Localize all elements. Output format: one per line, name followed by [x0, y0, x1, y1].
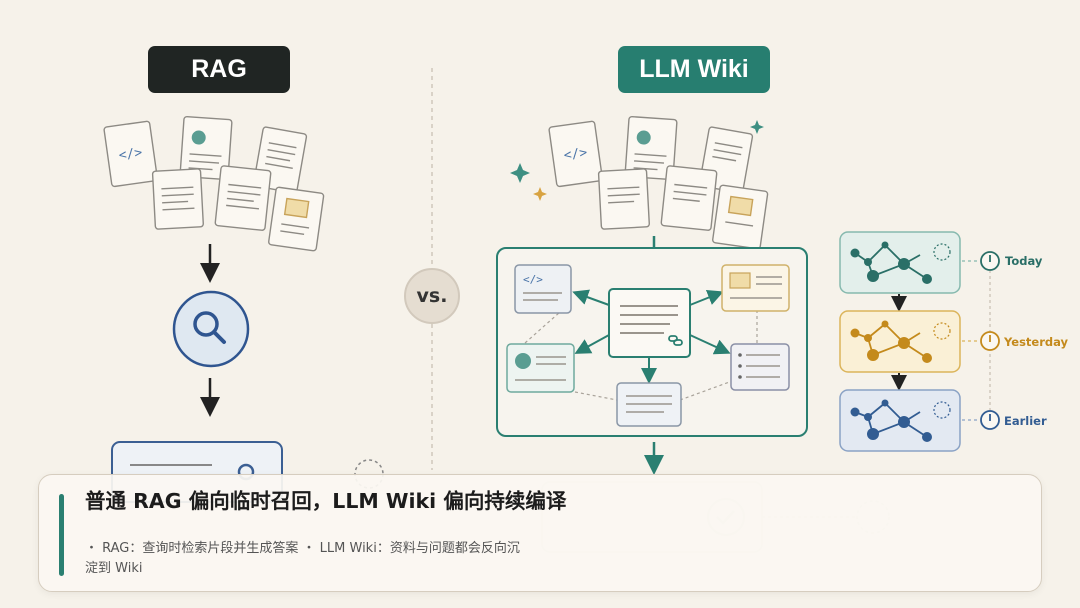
- timeline-label-today: Today: [1005, 254, 1043, 268]
- rag-document-pile: </>: [103, 115, 325, 252]
- timeline-graph-today: [839, 231, 961, 294]
- caption-bullet-wiki: LLM Wiki：资料与问题都会反向沉淀到 Wiki: [85, 541, 520, 576]
- timeline-graph-earlier: [839, 389, 961, 452]
- clock-icon: [980, 331, 1000, 351]
- vs-badge: vs.: [404, 268, 460, 324]
- sparkle-icon: [533, 187, 547, 201]
- sparkle-icon: [510, 120, 764, 183]
- search-icon: [172, 290, 250, 368]
- rag-title: RAG: [148, 46, 290, 93]
- caption-box: 普通 RAG 偏向临时召回，LLM Wiki 偏向持续编译 ・ RAG：查询时检…: [38, 474, 1042, 592]
- svg-text:</>: </>: [523, 273, 543, 286]
- timeline-label-earlier: Earlier: [1004, 414, 1047, 428]
- llm-wiki-title: LLM Wiki: [618, 46, 770, 93]
- wiki-document-pile: </>: [548, 115, 769, 250]
- caption-title: 普通 RAG 偏向临时召回，LLM Wiki 偏向持续编译: [85, 489, 567, 513]
- caption-bullets: ・ RAG：查询时检索片段并生成答案 ・ LLM Wiki：资料与问题都会反向沉…: [85, 539, 525, 579]
- svg-text:</>: </>: [118, 145, 144, 163]
- timeline-label-yesterday: Yesterday: [1004, 335, 1069, 349]
- timeline-graph-yesterday: [839, 310, 961, 373]
- clock-icon: [980, 410, 1000, 430]
- svg-text:</>: </>: [563, 145, 589, 163]
- wiki-network: </>: [496, 247, 808, 437]
- bullet-dot: ・: [85, 541, 103, 556]
- clock-icon: [980, 251, 1000, 271]
- bullet-dot: ・: [302, 541, 320, 556]
- caption-bullet-rag: RAG：查询时检索片段并生成答案: [102, 541, 299, 556]
- caption-accent-bar: [59, 494, 64, 576]
